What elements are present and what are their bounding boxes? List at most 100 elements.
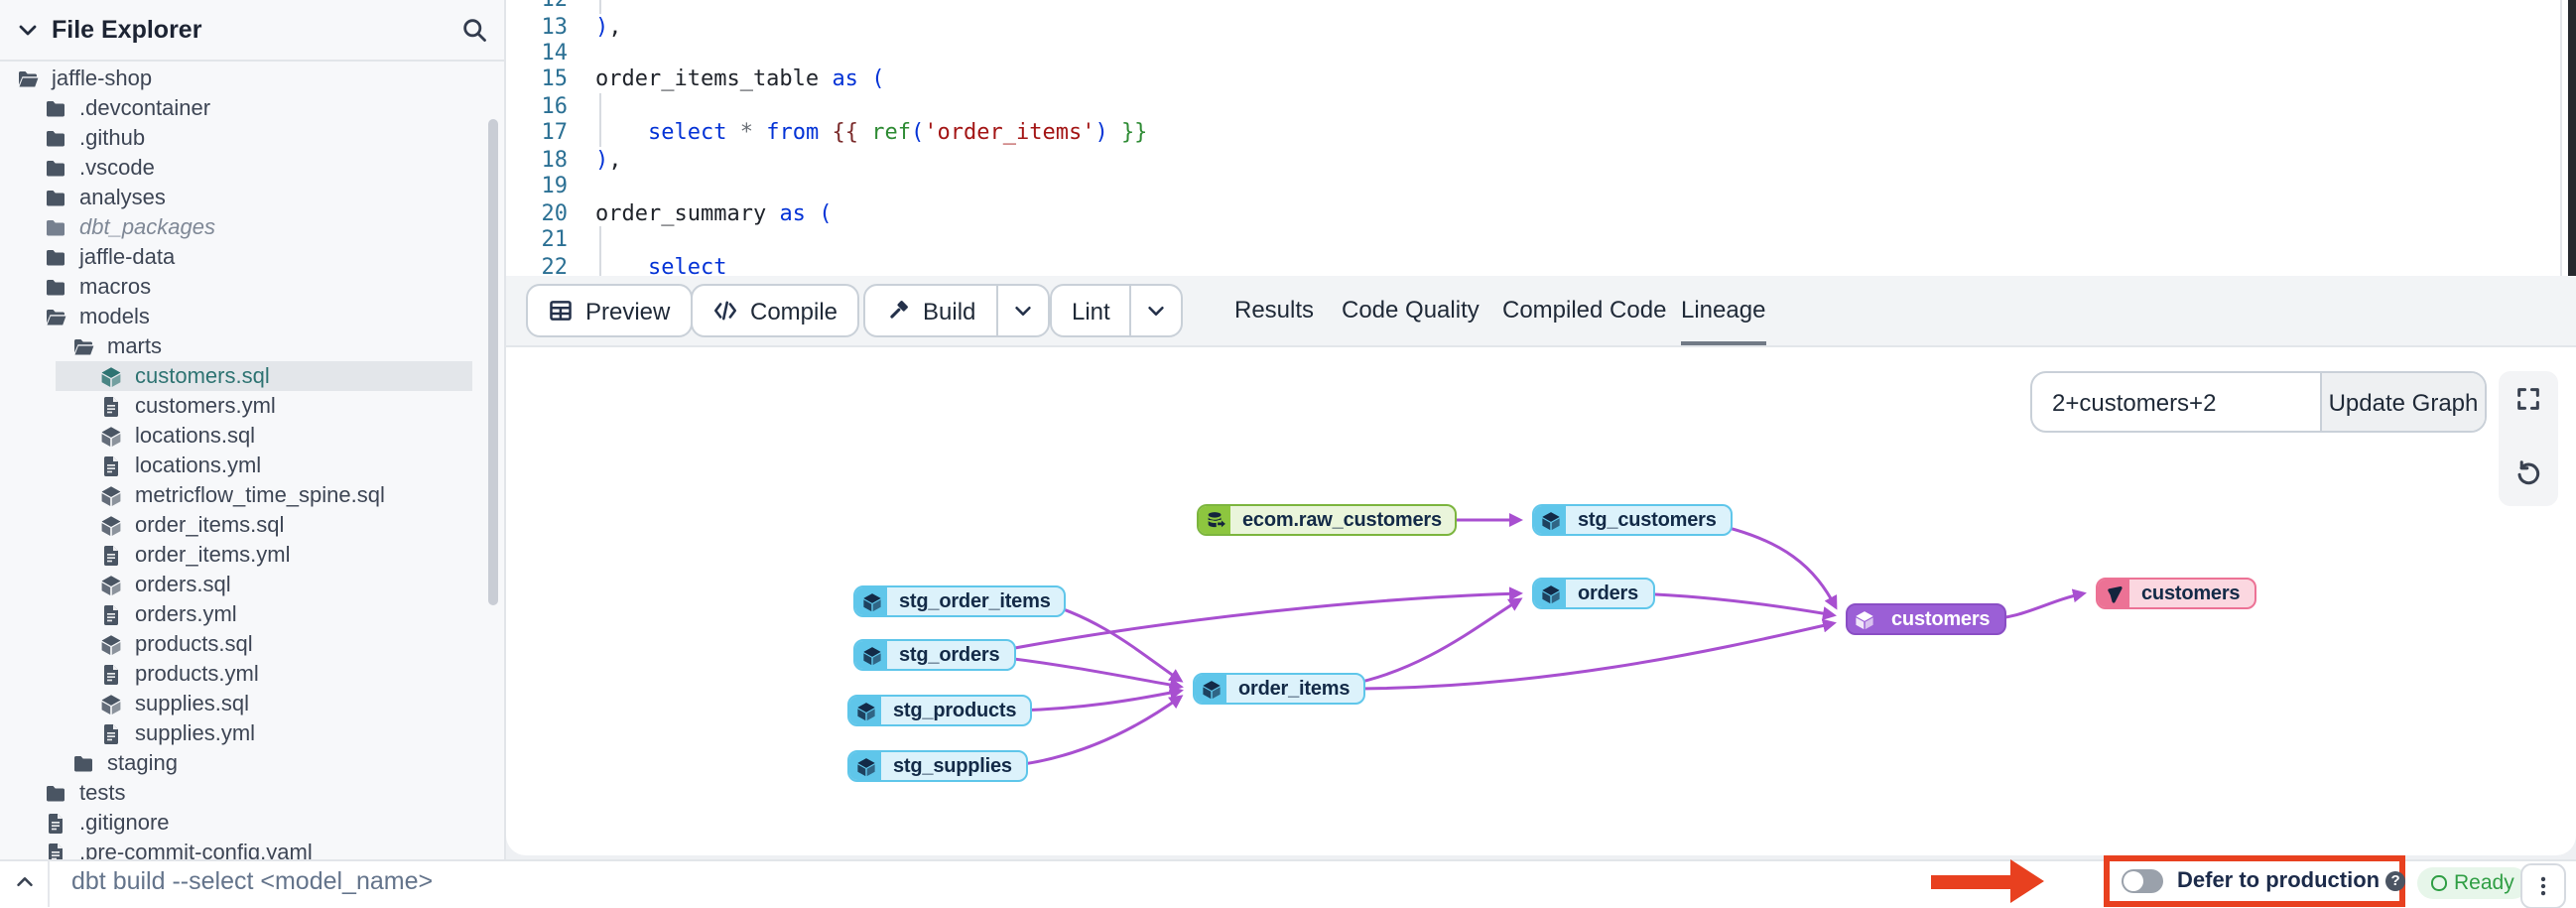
compile-button[interactable]: Compile	[691, 284, 860, 337]
tree-item-staging[interactable]: staging	[0, 748, 484, 778]
file-explorer-panel: File Explorer jaffle-shop.devcontainer.g…	[0, 0, 506, 859]
tree-item-.gitignore[interactable]: .gitignore	[0, 808, 484, 838]
toggle-knob	[2124, 870, 2143, 890]
annotation-highlight-box: Defer to production ?	[2104, 854, 2406, 906]
reset-graph-icon[interactable]	[2514, 458, 2542, 486]
chevron-up-icon[interactable]	[14, 871, 36, 893]
lineage-node-label: ecom.raw_customers	[1242, 509, 1442, 531]
line-number: 21	[541, 226, 569, 253]
fullscreen-icon[interactable]	[2514, 385, 2542, 413]
lineage-node-stg_orders[interactable]: stg_orders	[853, 639, 1016, 671]
tree-item-jaffle-data[interactable]: jaffle-data	[0, 242, 484, 272]
model-icon	[849, 697, 881, 724]
folder-icon	[44, 126, 67, 150]
tab-code-quality[interactable]: Code Quality	[1342, 296, 1480, 324]
tab-results[interactable]: Results	[1234, 296, 1315, 324]
lineage-node-customers[interactable]: customers	[1846, 603, 2006, 635]
tree-item-orders.sql[interactable]: orders.sql	[0, 570, 484, 599]
code-line-19: 19	[506, 173, 2576, 199]
model-icon	[1534, 506, 1566, 534]
tree-item-metricflow_time_spine.sql[interactable]: metricflow_time_spine.sql	[0, 480, 484, 510]
lineage-node-orders[interactable]: orders	[1532, 578, 1655, 609]
tree-item-.pre-commit-config.yaml[interactable]: .pre-commit-config.yaml	[0, 838, 484, 859]
lint-dropdown-button[interactable]	[1129, 286, 1182, 335]
tree-item-label: metricflow_time_spine.sql	[135, 483, 385, 507]
lineage-node-ecom.raw_customers[interactable]: ecom.raw_customers	[1197, 504, 1458, 536]
doc-icon	[99, 721, 123, 745]
metric-icon	[2098, 580, 2129, 607]
code-brackets-icon	[712, 298, 738, 324]
file-tree-scrollbar[interactable]	[488, 119, 498, 605]
status-badge[interactable]: Ready	[2417, 867, 2528, 898]
build-dropdown-button[interactable]	[995, 286, 1047, 335]
tree-item-orders.yml[interactable]: orders.yml	[0, 599, 484, 629]
tree-item-locations.yml[interactable]: locations.yml	[0, 451, 484, 480]
tree-item-label: .vscode	[79, 156, 155, 180]
indent-guide	[599, 253, 601, 276]
tree-item-label: .devcontainer	[79, 96, 211, 120]
lineage-node-order_items[interactable]: order_items	[1193, 673, 1366, 705]
overflow-menu-button[interactable]	[2520, 862, 2566, 908]
indent-guide	[599, 0, 601, 14]
folder-open-icon	[44, 305, 67, 328]
lineage-node-stg_products[interactable]: stg_products	[847, 695, 1033, 726]
tree-item-.devcontainer[interactable]: .devcontainer	[0, 93, 484, 123]
tree-item-label: jaffle-shop	[52, 66, 153, 90]
tree-item-supplies.sql[interactable]: supplies.sql	[0, 689, 484, 718]
code-text: select	[648, 253, 727, 276]
tree-item-order_items.sql[interactable]: order_items.sql	[0, 510, 484, 540]
tree-item-order_items.yml[interactable]: order_items.yml	[0, 540, 484, 570]
tree-item-supplies.yml[interactable]: supplies.yml	[0, 718, 484, 748]
lint-button[interactable]: Lint	[1052, 286, 1130, 335]
lineage-node-stg_customers[interactable]: stg_customers	[1532, 504, 1733, 536]
tree-item-label: customers.yml	[135, 394, 276, 418]
build-button[interactable]: Build	[865, 286, 995, 335]
model-icon	[1848, 605, 1879, 633]
lineage-node-stg_order_items[interactable]: stg_order_items	[853, 585, 1067, 617]
command-input[interactable]: dbt build --select <model_name>	[71, 867, 434, 895]
line-number: 22	[541, 253, 569, 276]
lineage-node-label: orders	[1578, 583, 1639, 604]
code-text: ),	[595, 13, 622, 39]
model-icon	[1534, 580, 1566, 607]
tree-item-products.yml[interactable]: products.yml	[0, 659, 484, 689]
editor-scrollbar-track[interactable]	[2560, 0, 2562, 276]
tree-item-tests[interactable]: tests	[0, 778, 484, 808]
search-icon[interactable]	[460, 16, 488, 44]
preview-button[interactable]: Preview	[526, 284, 693, 337]
tree-item-.github[interactable]: .github	[0, 123, 484, 153]
tree-item-models[interactable]: models	[0, 302, 484, 331]
tree-item-label: .pre-commit-config.yaml	[79, 841, 313, 859]
tab-compiled-code[interactable]: Compiled Code	[1502, 296, 1667, 324]
update-graph-button[interactable]: Update Graph	[2320, 373, 2485, 431]
annotation-arrow	[1931, 875, 2012, 889]
tree-item-label: supplies.yml	[135, 721, 256, 745]
lineage-node-stg_supplies[interactable]: stg_supplies	[847, 750, 1028, 782]
lint-label: Lint	[1072, 297, 1110, 324]
chevron-down-icon[interactable]	[16, 18, 40, 42]
graph-search-input[interactable]	[2032, 373, 2320, 431]
tab-lineage[interactable]: Lineage	[1681, 276, 1766, 345]
model-icon	[99, 483, 123, 507]
tree-item-customers.sql[interactable]: customers.sql	[0, 361, 484, 391]
tree-item-products.sql[interactable]: products.sql	[0, 629, 484, 659]
lineage-node-customers_exposure[interactable]: customers	[2096, 578, 2256, 609]
tree-item-locations.sql[interactable]: locations.sql	[0, 421, 484, 451]
tree-item-macros[interactable]: macros	[0, 272, 484, 302]
help-icon[interactable]: ?	[2385, 870, 2406, 890]
defer-to-production-toggle[interactable]	[2122, 868, 2163, 892]
tree-item-.vscode[interactable]: .vscode	[0, 153, 484, 183]
edge-stg_orders-to-order_items	[997, 655, 1184, 692]
folder-open-icon	[16, 66, 40, 90]
tree-item-dbt_packages[interactable]: dbt_packages	[0, 212, 484, 242]
build-label: Build	[923, 297, 976, 324]
lineage-node-label: stg_customers	[1578, 509, 1717, 531]
tree-item-marts[interactable]: marts	[0, 331, 484, 361]
tree-item-customers.yml[interactable]: customers.yml	[0, 391, 484, 421]
tree-item-jaffle-shop[interactable]: jaffle-shop	[0, 64, 484, 93]
line-number: 14	[541, 39, 569, 65]
tree-item-analyses[interactable]: analyses	[0, 183, 484, 212]
line-number: 17	[541, 119, 569, 146]
